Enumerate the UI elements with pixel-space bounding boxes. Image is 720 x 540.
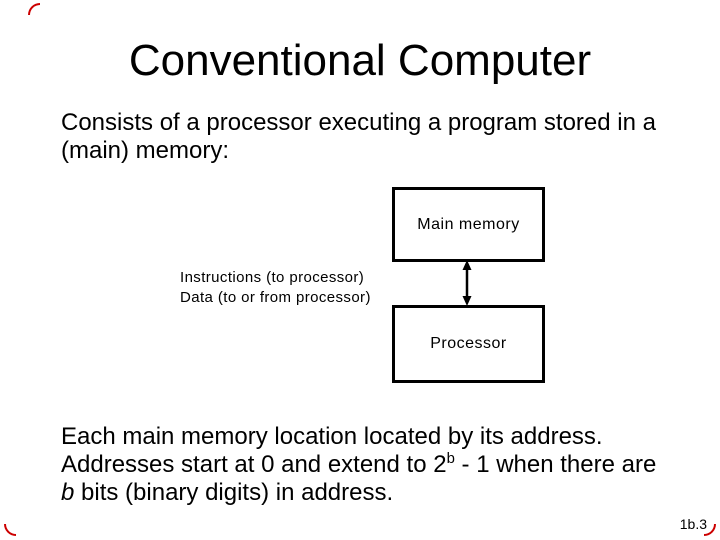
bus-annotations: Instructions (to processor) Data (to or … — [180, 268, 371, 308]
intro-line-2: (main) memory: — [61, 137, 230, 164]
main-memory-box: Main memory — [392, 187, 545, 262]
double-arrow-icon — [457, 260, 477, 306]
corner-mark-top-left — [28, 3, 40, 15]
body-line-1: Each main memory location located by its… — [61, 423, 603, 450]
intro-paragraph: Consists of a processor executing a prog… — [61, 109, 656, 165]
processor-label: Processor — [430, 335, 507, 352]
superscript-b: b — [446, 451, 455, 467]
processor-box: Processor — [392, 305, 545, 383]
body-line-3-rest: bits (binary digits) in address. — [74, 479, 394, 506]
annotation-instructions: Instructions (to processor) — [180, 269, 365, 286]
body-paragraph: Each main memory location located by its… — [61, 423, 656, 507]
corner-mark-bottom-left — [4, 524, 16, 536]
double-arrow-svg — [462, 260, 472, 306]
main-memory-label: Main memory — [417, 215, 520, 233]
body-line-2-post: - 1 when there are — [454, 451, 657, 478]
page-number: 1b.3 — [679, 516, 707, 532]
body-line-3: b bits (binary digits) in address. — [61, 479, 656, 507]
body-line-2: Addresses start at 0 and extend to 2b - … — [61, 451, 656, 479]
slide-title: Conventional Computer — [128, 36, 592, 85]
body-line-2-pre: Addresses start at 0 and extend to 2 — [61, 451, 447, 478]
annotation-data: Data (to or from processor) — [180, 289, 371, 306]
intro-line-1: Consists of a processor executing a prog… — [61, 109, 656, 136]
italic-b-variable: b — [61, 479, 75, 506]
